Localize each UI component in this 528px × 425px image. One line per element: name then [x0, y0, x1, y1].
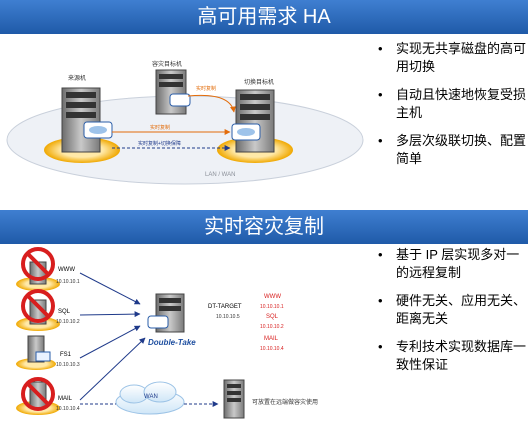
- replica-name: SQL: [266, 314, 279, 320]
- server-name: FS1: [60, 352, 72, 358]
- standby-server-icon: [155, 69, 191, 115]
- section1-title: 高可用需求 HA: [197, 6, 331, 28]
- source-label: 来源机: [68, 74, 86, 82]
- server-name: WWW: [58, 267, 75, 273]
- replication-arrow: [79, 311, 141, 318]
- target-ip: 10.10.10.5: [216, 314, 240, 320]
- ha-diagram: LAN / WAN 来源机 容灾目标机: [6, 60, 364, 185]
- bullet-item: 实现无共享磁盘的高可用切换: [372, 40, 528, 76]
- server-name: MAIL: [58, 396, 73, 402]
- server-ip: 10.10.10.2: [56, 319, 80, 325]
- replica-ip: 10.10.10.1: [260, 304, 284, 310]
- replication-diagram: WWW 10.10.10.1 SQL 10.10.10.2 FS1 10.10.…: [16, 247, 318, 419]
- lan-wan-label: LAN / WAN: [205, 172, 235, 178]
- replica-name: WWW: [264, 294, 281, 300]
- failover-label: 切换目标机: [244, 78, 274, 86]
- replication-arrow: [79, 272, 141, 305]
- source-server-fs1: FS1 10.10.10.3: [16, 335, 80, 370]
- target-server-icon: [147, 293, 185, 333]
- section1-banner: 高可用需求 HA: [0, 0, 528, 34]
- section2-title: 实时容灾复制: [204, 216, 324, 238]
- bullet-item: 多层次级联切换、配置简单: [372, 132, 528, 168]
- standby-label: 容灾目标机: [152, 60, 182, 68]
- link-bottom-label: 实时复制+切换保障: [138, 140, 181, 147]
- bullet-item: 自动且快速地恢复受损主机: [372, 86, 528, 122]
- target-name: DT-TARGET: [208, 304, 242, 310]
- bullet-item: 专利技术实现数据库一致性保证: [372, 338, 528, 374]
- source-server-mail: MAIL 10.10.10.4: [16, 377, 80, 415]
- link-standby-to-failover: [187, 94, 236, 113]
- replica-name: MAIL: [264, 336, 279, 342]
- double-take-logo: Double-Take: [148, 338, 196, 347]
- section2-bullet-list: 基于 IP 层实现多对一的远程复制 硬件无关、应用无关、距离无关 专利技术实现数…: [372, 246, 528, 384]
- replica-ip: 10.10.10.2: [260, 324, 284, 330]
- bullet-item: 基于 IP 层实现多对一的远程复制: [372, 246, 528, 282]
- prohibit-icon: [21, 289, 55, 323]
- section1-bullet-list: 实现无共享磁盘的高可用切换 自动且快速地恢复受损主机 多层次级联切换、配置简单: [372, 40, 528, 178]
- wan-cloud-icon: [115, 381, 185, 415]
- section2-banner: 实时容灾复制: [0, 210, 528, 244]
- link-top-label: 实时复制: [196, 85, 216, 92]
- bullet-item: 硬件无关、应用无关、距离无关: [372, 292, 528, 328]
- source-server-www: WWW 10.10.10.1: [16, 247, 80, 291]
- prohibit-icon: [21, 247, 55, 281]
- mail-icon: [35, 351, 51, 362]
- replication-arrow: [79, 325, 141, 359]
- remote-server-icon: [223, 379, 245, 419]
- remote-note: 可放置在远端做容灾使用: [252, 398, 318, 406]
- wan-label: WAN: [144, 394, 158, 400]
- replica-ip: 10.10.10.4: [260, 346, 284, 352]
- server-ip: 10.10.10.1: [56, 279, 80, 285]
- server-name: SQL: [58, 309, 71, 315]
- replication-arrow: [79, 337, 146, 401]
- server-ip: 10.10.10.4: [56, 406, 80, 412]
- failover-server-icon: [231, 89, 275, 153]
- source-server-icon: [61, 87, 113, 153]
- prohibit-icon: [21, 377, 55, 411]
- server-ip: 10.10.10.3: [56, 362, 80, 368]
- source-server-sql: SQL 10.10.10.2: [16, 289, 80, 331]
- link-mid-label: 实时复制: [150, 124, 170, 131]
